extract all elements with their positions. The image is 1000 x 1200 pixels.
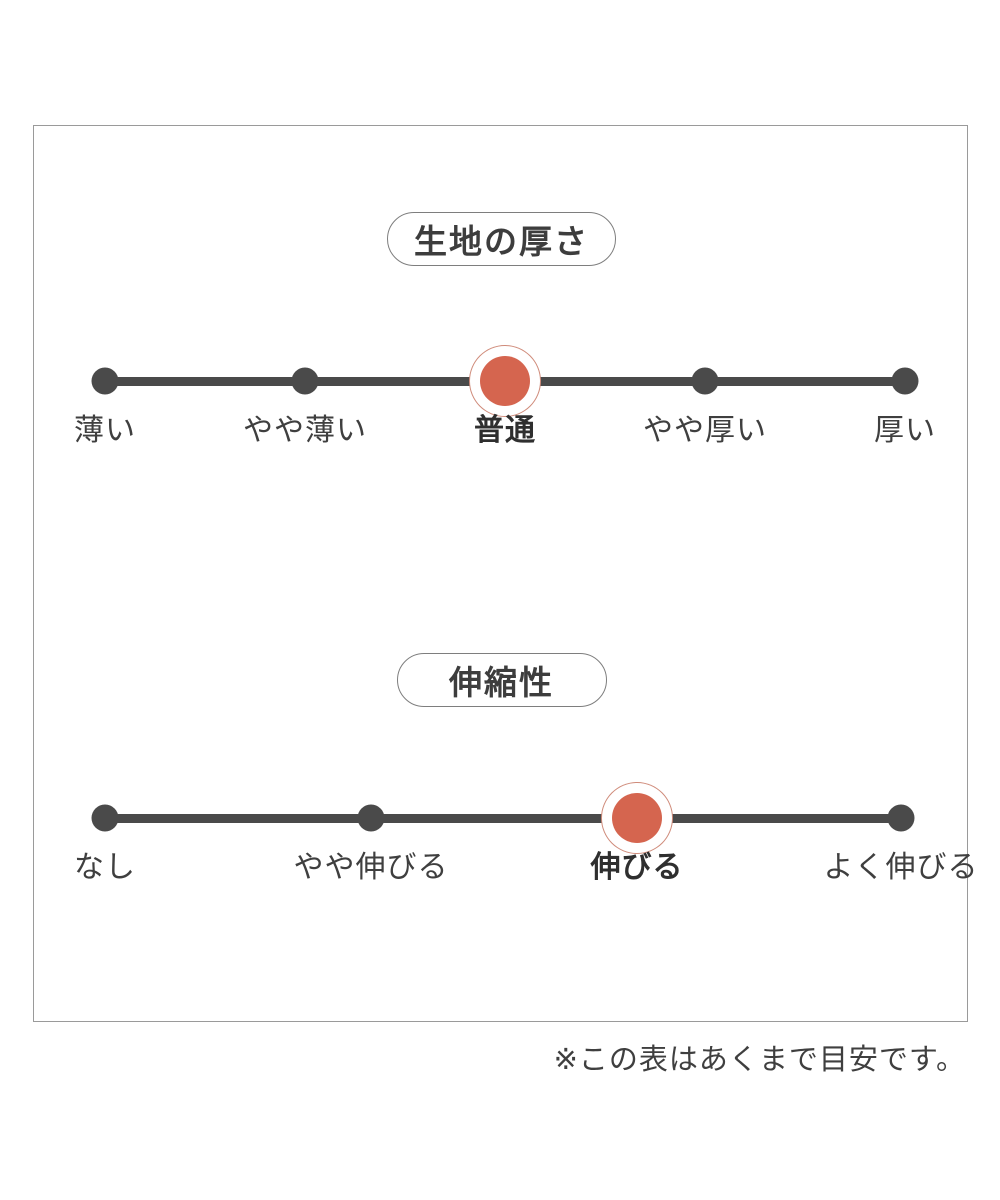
footnote-disclaimer: ※この表はあくまで目安です。 [553,1044,966,1076]
scale-node-stretchiness-1[interactable] [357,804,385,832]
scale-label-stretchiness-3: よく伸びる [823,851,979,884]
section-heading-stretchiness: 伸縮性 [396,653,607,707]
scale-label-fabric-thickness-2: 普通 [474,414,536,447]
scale-node-stretchiness-3[interactable] [887,804,915,832]
scale-node-fabric-thickness-2-selected[interactable] [480,356,530,406]
scale-label-stretchiness-1: やや伸びる [293,851,449,884]
scale-node-fabric-thickness-1[interactable] [291,367,319,395]
section-heading-fabric-thickness: 生地の厚さ [387,212,616,266]
scale-label-stretchiness-0: なし [74,851,136,884]
scale-label-fabric-thickness-4: 厚い [874,414,936,447]
scale-node-fabric-thickness-3[interactable] [691,367,719,395]
scale-stretchiness: なし やや伸びる 伸びる よく伸びる [34,768,978,908]
scale-label-fabric-thickness-3: やや厚い [643,414,767,447]
scale-label-stretchiness-2: 伸びる [590,851,684,884]
spec-panel: 生地の厚さ 薄い やや薄い 普通 やや厚い 厚い 伸縮性 なし や [33,125,978,1022]
scale-track-stretchiness [105,814,901,823]
scale-node-stretchiness-2-selected[interactable] [612,793,662,843]
section-heading-stretchiness-wrap: 伸縮性 [34,653,969,707]
scale-label-fabric-thickness-0: 薄い [74,414,136,447]
scale-label-fabric-thickness-1: やや薄い [243,414,367,447]
scale-node-fabric-thickness-0[interactable] [91,367,119,395]
scale-node-fabric-thickness-4[interactable] [891,367,919,395]
scale-node-stretchiness-0[interactable] [91,804,119,832]
scale-fabric-thickness: 薄い やや薄い 普通 やや厚い 厚い [34,331,969,471]
section-heading-fabric-thickness-wrap: 生地の厚さ [34,212,969,266]
